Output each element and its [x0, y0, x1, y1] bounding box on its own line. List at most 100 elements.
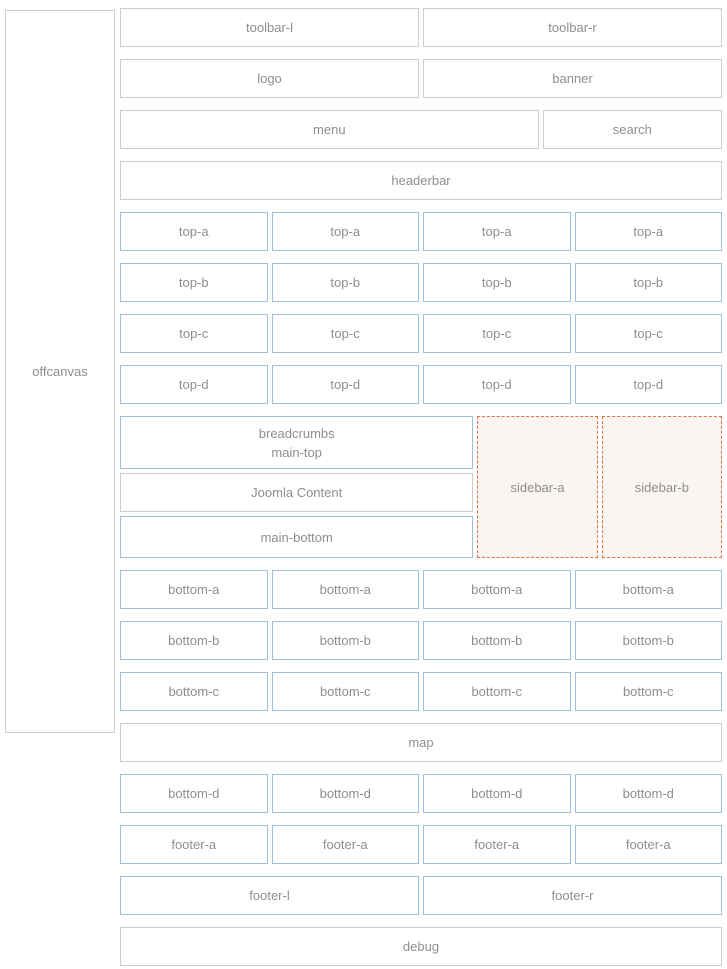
- position-label: bottom-d: [471, 786, 523, 801]
- position-top-d: top-d: [271, 365, 419, 404]
- position-banner: banner: [423, 59, 722, 98]
- component-joomla-content: Joomla Content: [120, 473, 474, 512]
- position-label: menu: [313, 122, 346, 137]
- position-bottom-d: bottom-d: [120, 774, 268, 813]
- position-label: top-b: [178, 275, 209, 290]
- position-label: footer-r: [551, 888, 594, 903]
- position-label: main-bottom: [260, 529, 333, 545]
- position-top-b: top-b: [574, 263, 722, 302]
- top-d-row: top-d top-d top-d top-d: [120, 365, 722, 404]
- bottom-a-row: bottom-a bottom-a bottom-a bottom-a: [120, 570, 722, 609]
- position-top-b: top-b: [120, 263, 268, 302]
- bottom-c-row: bottom-c bottom-c bottom-c bottom-c: [120, 672, 722, 711]
- position-label: sidebar-a: [510, 479, 565, 495]
- position-label: top-d: [481, 377, 512, 392]
- position-top-a: top-a: [271, 212, 419, 251]
- position-bottom-b: bottom-b: [120, 621, 268, 660]
- position-top-d: top-d: [423, 365, 571, 404]
- position-label: top-d: [178, 377, 209, 392]
- position-label: bottom-c: [622, 684, 674, 699]
- debug-row: debug: [120, 927, 722, 966]
- position-label: search: [612, 122, 652, 137]
- position-label: bottom-a: [168, 582, 220, 597]
- position-label: offcanvas: [32, 364, 88, 379]
- position-label: main-top: [271, 444, 322, 460]
- position-label: debug: [402, 939, 440, 954]
- position-label: footer-a: [171, 837, 217, 852]
- position-sidebar-a: sidebar-a: [477, 416, 598, 558]
- position-sidebar-b: sidebar-b: [601, 416, 723, 558]
- position-label: bottom-d: [622, 786, 674, 801]
- position-bottom-d: bottom-d: [423, 774, 571, 813]
- position-footer-a: footer-a: [271, 825, 419, 864]
- position-label: top-a: [178, 224, 209, 239]
- position-top-c: top-c: [423, 314, 571, 353]
- position-label: breadcrumbs: [258, 425, 335, 441]
- position-top-b: top-b: [271, 263, 419, 302]
- position-bottom-b: bottom-b: [423, 621, 571, 660]
- position-top-a: top-a: [120, 212, 268, 251]
- position-bottom-b: bottom-b: [271, 621, 419, 660]
- top-b-row: top-b top-b top-b top-b: [120, 263, 722, 302]
- position-label: bottom-c: [471, 684, 523, 699]
- position-label: bottom-a: [622, 582, 674, 597]
- bottom-d-row: bottom-d bottom-d bottom-d bottom-d: [120, 774, 722, 813]
- position-label: Joomla Content: [251, 485, 343, 500]
- position-label: footer-l: [249, 888, 290, 903]
- position-label: bottom-b: [471, 633, 523, 648]
- position-label: bottom-d: [319, 786, 371, 801]
- position-top-c: top-c: [120, 314, 268, 353]
- position-label: toolbar-l: [246, 20, 293, 35]
- logo-banner-row: logo banner: [120, 59, 722, 98]
- position-label: top-d: [633, 377, 664, 392]
- position-label: top-c: [330, 326, 360, 341]
- position-label: sidebar-b: [634, 479, 689, 495]
- position-main-bottom: main-bottom: [120, 516, 474, 558]
- position-top-b: top-b: [423, 263, 571, 302]
- position-label: top-b: [481, 275, 512, 290]
- position-label: logo: [257, 71, 282, 86]
- position-label: bottom-b: [168, 633, 220, 648]
- position-label: top-a: [330, 224, 361, 239]
- headerbar-row: headerbar: [120, 161, 722, 200]
- position-label: footer-a: [625, 837, 671, 852]
- position-map: map: [120, 723, 722, 762]
- position-bottom-a: bottom-a: [574, 570, 722, 609]
- position-bottom-c: bottom-c: [271, 672, 419, 711]
- position-label: bottom-c: [168, 684, 220, 699]
- top-c-row: top-c top-c top-c top-c: [120, 314, 722, 353]
- position-label: top-c: [482, 326, 512, 341]
- position-label: map: [408, 735, 434, 750]
- position-bottom-d: bottom-d: [271, 774, 419, 813]
- position-label: bottom-a: [319, 582, 371, 597]
- position-label: top-b: [330, 275, 361, 290]
- position-label: bottom-b: [319, 633, 371, 648]
- menu-search-row: menu search: [120, 110, 722, 149]
- position-label: top-b: [633, 275, 664, 290]
- position-top-a: top-a: [423, 212, 571, 251]
- position-footer-r: footer-r: [423, 876, 722, 915]
- position-label: top-d: [330, 377, 361, 392]
- position-bottom-d: bottom-d: [574, 774, 722, 813]
- position-label: top-c: [179, 326, 209, 341]
- position-top-c: top-c: [271, 314, 419, 353]
- position-footer-a: footer-a: [120, 825, 268, 864]
- position-headerbar: headerbar: [120, 161, 722, 200]
- position-footer-a: footer-a: [574, 825, 722, 864]
- position-top-d: top-d: [574, 365, 722, 404]
- position-bottom-a: bottom-a: [271, 570, 419, 609]
- position-bottom-a: bottom-a: [120, 570, 268, 609]
- position-footer-l: footer-l: [120, 876, 419, 915]
- position-top-a: top-a: [574, 212, 722, 251]
- position-label: headerbar: [391, 173, 451, 188]
- position-label: footer-a: [474, 837, 520, 852]
- position-label: bottom-a: [471, 582, 523, 597]
- position-label: banner: [552, 71, 593, 86]
- position-bottom-a: bottom-a: [423, 570, 571, 609]
- position-label: bottom-d: [168, 786, 220, 801]
- position-top-c: top-c: [574, 314, 722, 353]
